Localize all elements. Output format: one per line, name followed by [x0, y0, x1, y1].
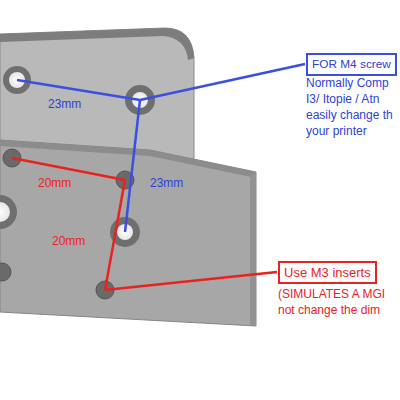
- note-text: I3/ Itopie / Atn: [306, 92, 379, 106]
- plate-side-edge: [250, 172, 256, 326]
- leader-line: [140, 64, 305, 100]
- callout-title: Use M3 inserts: [284, 265, 371, 280]
- hole: [0, 202, 10, 222]
- note-text: Normally Comp: [306, 76, 389, 90]
- note-text: not change the dim: [278, 303, 380, 317]
- dimension-line: [125, 100, 140, 232]
- dimension-label: 23mm: [150, 176, 183, 190]
- note-text: your printer: [306, 124, 367, 138]
- note-text: (SIMULATES A MGI: [278, 287, 385, 301]
- leader-line: [105, 272, 277, 290]
- counterbore: [0, 195, 17, 229]
- dimension-line: [105, 180, 125, 290]
- dimension-label: 20mm: [52, 234, 85, 248]
- m4-dimension-lines: [17, 64, 305, 232]
- flange-top-edge: [0, 28, 194, 60]
- m3-dimension-lines: [12, 158, 277, 290]
- dimension-label: 20mm: [38, 176, 71, 190]
- insert-hole: [0, 263, 11, 281]
- callout-box: Use M3 inserts: [278, 261, 377, 284]
- callout-box: FOR M4 screw: [306, 53, 397, 76]
- front-plate: [0, 140, 256, 326]
- note-text: easily change th: [306, 108, 393, 122]
- callout-title: FOR M4 screw: [312, 57, 391, 72]
- dimension-label: 23mm: [48, 97, 81, 111]
